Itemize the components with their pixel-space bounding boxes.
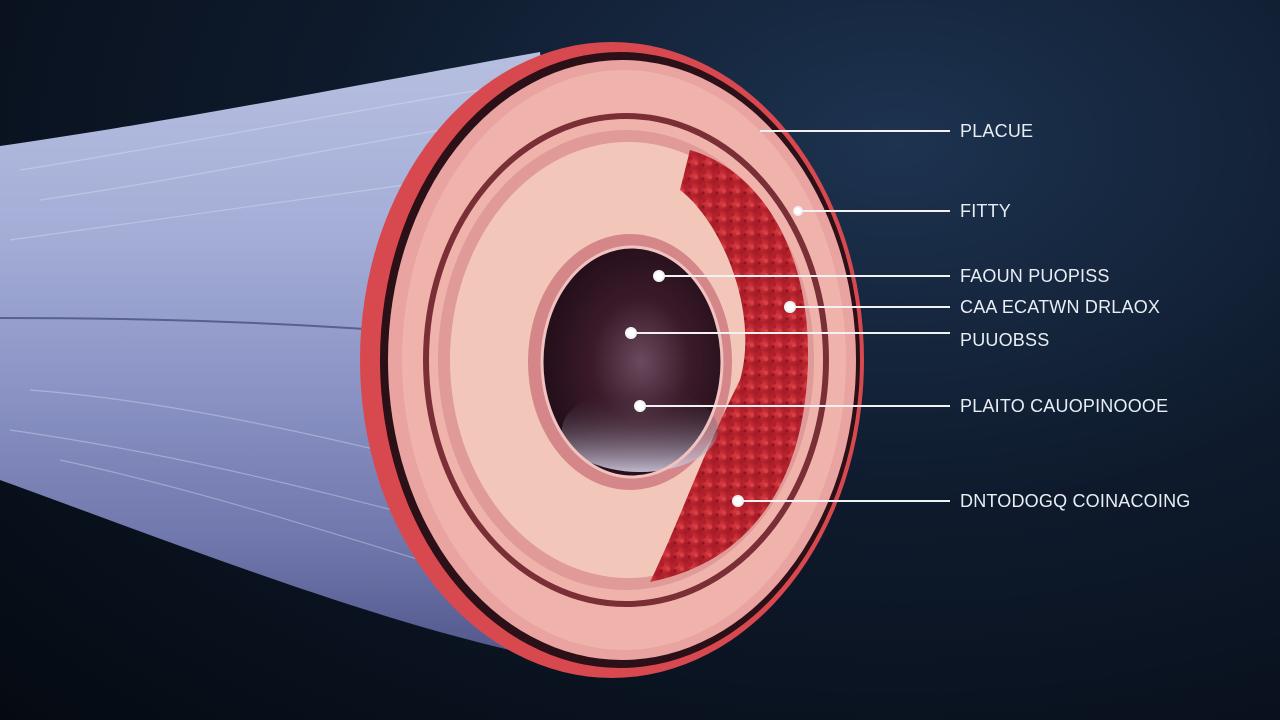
label-faoun-puopiss: FAOUN PUOPISS — [960, 266, 1110, 286]
label-plaito-cauopinoooe: PLAITO CAUOPINOOOE — [960, 396, 1169, 416]
label-puuobss: PUUOBSS — [960, 330, 1050, 350]
plaque-deposit — [650, 150, 809, 582]
label-fitty: FITTY — [960, 201, 1011, 221]
label-placue: PLACUE — [960, 121, 1034, 141]
leader-lines — [625, 130, 950, 507]
tube-seam — [0, 317, 381, 331]
label-caa-ecatwn-drlaox: CAA ECATWN DRLAOX — [960, 297, 1161, 317]
label-dntodogq-coinacoing: DNTODOGQ COINACOING — [960, 491, 1191, 511]
cross-section — [360, 42, 864, 678]
